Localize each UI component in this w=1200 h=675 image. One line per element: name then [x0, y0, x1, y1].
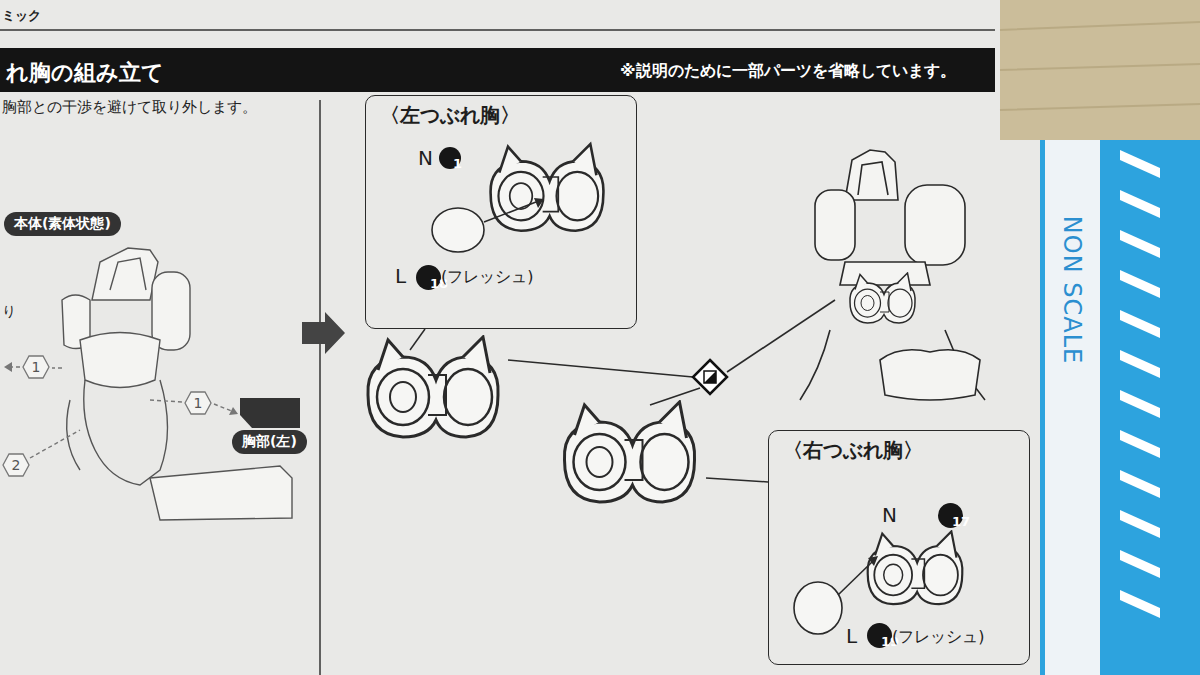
step-number: 1 [22, 355, 50, 379]
cut-off-text: り [2, 303, 16, 321]
hexagon-outline [185, 392, 211, 414]
callout-heading: 〈左つぶれ胸〉 [380, 102, 520, 129]
runner-letter: L [846, 624, 857, 648]
number-text: 1 [453, 153, 462, 175]
part-number: 19 [867, 623, 892, 648]
hexagon-outline [3, 454, 29, 476]
part-number: 18 [416, 265, 441, 290]
callout-box: 〈左つぶれ胸〉 1 18 [365, 95, 637, 329]
step-text: 1 [22, 355, 50, 379]
step-number: 1 [184, 391, 212, 415]
callout-heading: 〈右つぶれ胸〉 [783, 437, 923, 464]
instruction-text: 胸部との干渉を避けて取り外します。 [2, 98, 257, 117]
part-note: (フレッシュ) [441, 267, 533, 288]
scale-label: NON SCALE [1058, 216, 1086, 364]
runner-letter: L [395, 264, 406, 288]
step-number: 2 [2, 453, 30, 477]
note-text: ※説明のために一部パーツを省略しています。 [620, 61, 956, 82]
section-title: れ胸の組み立て [6, 58, 164, 88]
part-label: 胸部(左) [232, 430, 307, 454]
number-text: 17 [952, 509, 970, 534]
step-text: 1 [184, 391, 212, 415]
part-number: 1 [439, 147, 461, 169]
part-number: 17 [938, 503, 963, 528]
part-label: 本体(素体状態) [4, 212, 121, 236]
part-note: (フレッシュ) [892, 627, 984, 648]
runner-letter: N [418, 146, 433, 170]
label-text: 胸部(左) [242, 433, 297, 451]
runner-letter: N [882, 503, 897, 527]
hexagon-outline [23, 356, 49, 378]
page-header: ミック [2, 7, 41, 25]
step-text: 2 [2, 453, 30, 477]
label-text: 本体(素体状態) [14, 215, 111, 233]
